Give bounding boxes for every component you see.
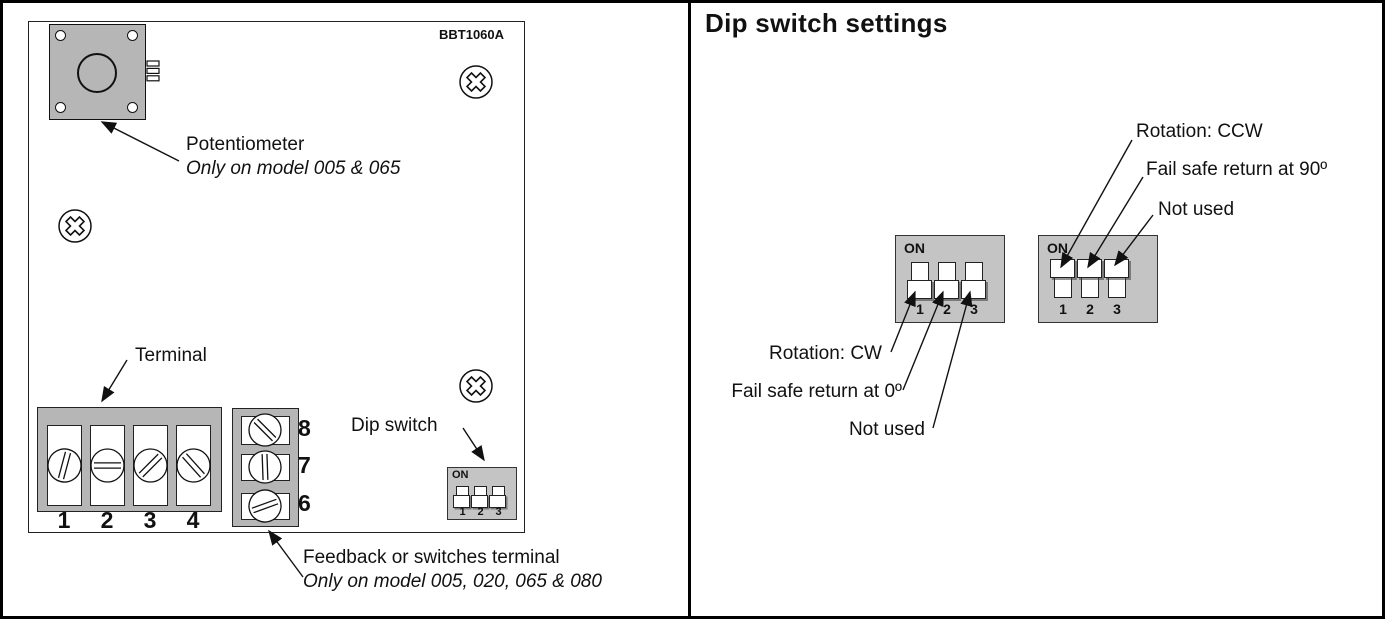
terminal-number: 4	[186, 507, 200, 533]
ccw-notused-label: Not used	[1158, 199, 1235, 220]
section-title: Dip switch settings	[705, 8, 948, 38]
dip-knob-up	[1104, 259, 1129, 278]
feedback-slot	[241, 416, 290, 445]
dip-number: 3	[970, 301, 978, 317]
dip-knob-down	[934, 280, 959, 299]
terminal-slot	[133, 425, 168, 506]
mounting-hole	[55, 30, 66, 41]
terminal-number: 3	[143, 507, 157, 533]
potentiometer-label: Potentiometer	[186, 134, 305, 155]
feedback-label: Feedback or switches terminal	[303, 547, 560, 568]
dip-switch-label: Dip switch	[351, 415, 438, 436]
feedback-arrow	[268, 529, 304, 578]
board-code-label: BBT1060A	[439, 27, 505, 42]
ccw-failsafe-label: Fail safe return at 90º	[1146, 159, 1328, 180]
terminal-number: 1	[57, 507, 71, 533]
feedback-number: 7	[298, 452, 311, 478]
panel-divider	[688, 3, 691, 616]
dip-knob-down	[453, 495, 470, 508]
dip-number: 3	[1113, 301, 1121, 317]
mounting-hole	[127, 30, 138, 41]
feedback-note: Only on model 005, 020, 065 & 080	[303, 571, 602, 592]
mounting-hole	[127, 102, 138, 113]
dip-knob-down	[471, 495, 488, 508]
dip-number: 1	[459, 506, 466, 518]
dip-on-label: ON	[452, 469, 469, 481]
cw-notused-label: Not used	[848, 419, 925, 440]
terminal-slot	[176, 425, 211, 506]
dip-number: 2	[1086, 301, 1094, 317]
feedback-slot	[241, 454, 290, 481]
feedback-slot	[241, 493, 290, 520]
dip-on-label: ON	[1047, 240, 1068, 256]
dip-on-label: ON	[904, 240, 925, 256]
potentiometer-note: Only on model 005 & 065	[186, 158, 401, 179]
dip-knob-down	[907, 280, 932, 299]
mounting-hole	[55, 102, 66, 113]
terminal-slot	[47, 425, 82, 506]
dip-knob-down	[961, 280, 986, 299]
dip-knob-up	[1050, 259, 1075, 278]
dip-knob-down	[489, 495, 506, 508]
cw-rotation-label: Rotation: CW	[769, 343, 882, 364]
dip-number: 2	[943, 301, 951, 317]
dip-number: 2	[477, 506, 484, 518]
potentiometer-knob	[77, 53, 117, 93]
ccw-rotation-label: Rotation: CCW	[1136, 121, 1263, 142]
dip-number: 1	[916, 301, 924, 317]
dip-knob-up	[1077, 259, 1102, 278]
cw-failsafe-label: Fail safe return at 0º	[731, 381, 902, 402]
terminal-label: Terminal	[135, 345, 207, 366]
terminal-number: 2	[100, 507, 114, 533]
terminal-slot	[90, 425, 125, 506]
feedback-number: 6	[298, 490, 311, 516]
dip-number: 1	[1059, 301, 1067, 317]
feedback-number: 8	[298, 415, 311, 441]
dip-number: 3	[495, 506, 502, 518]
